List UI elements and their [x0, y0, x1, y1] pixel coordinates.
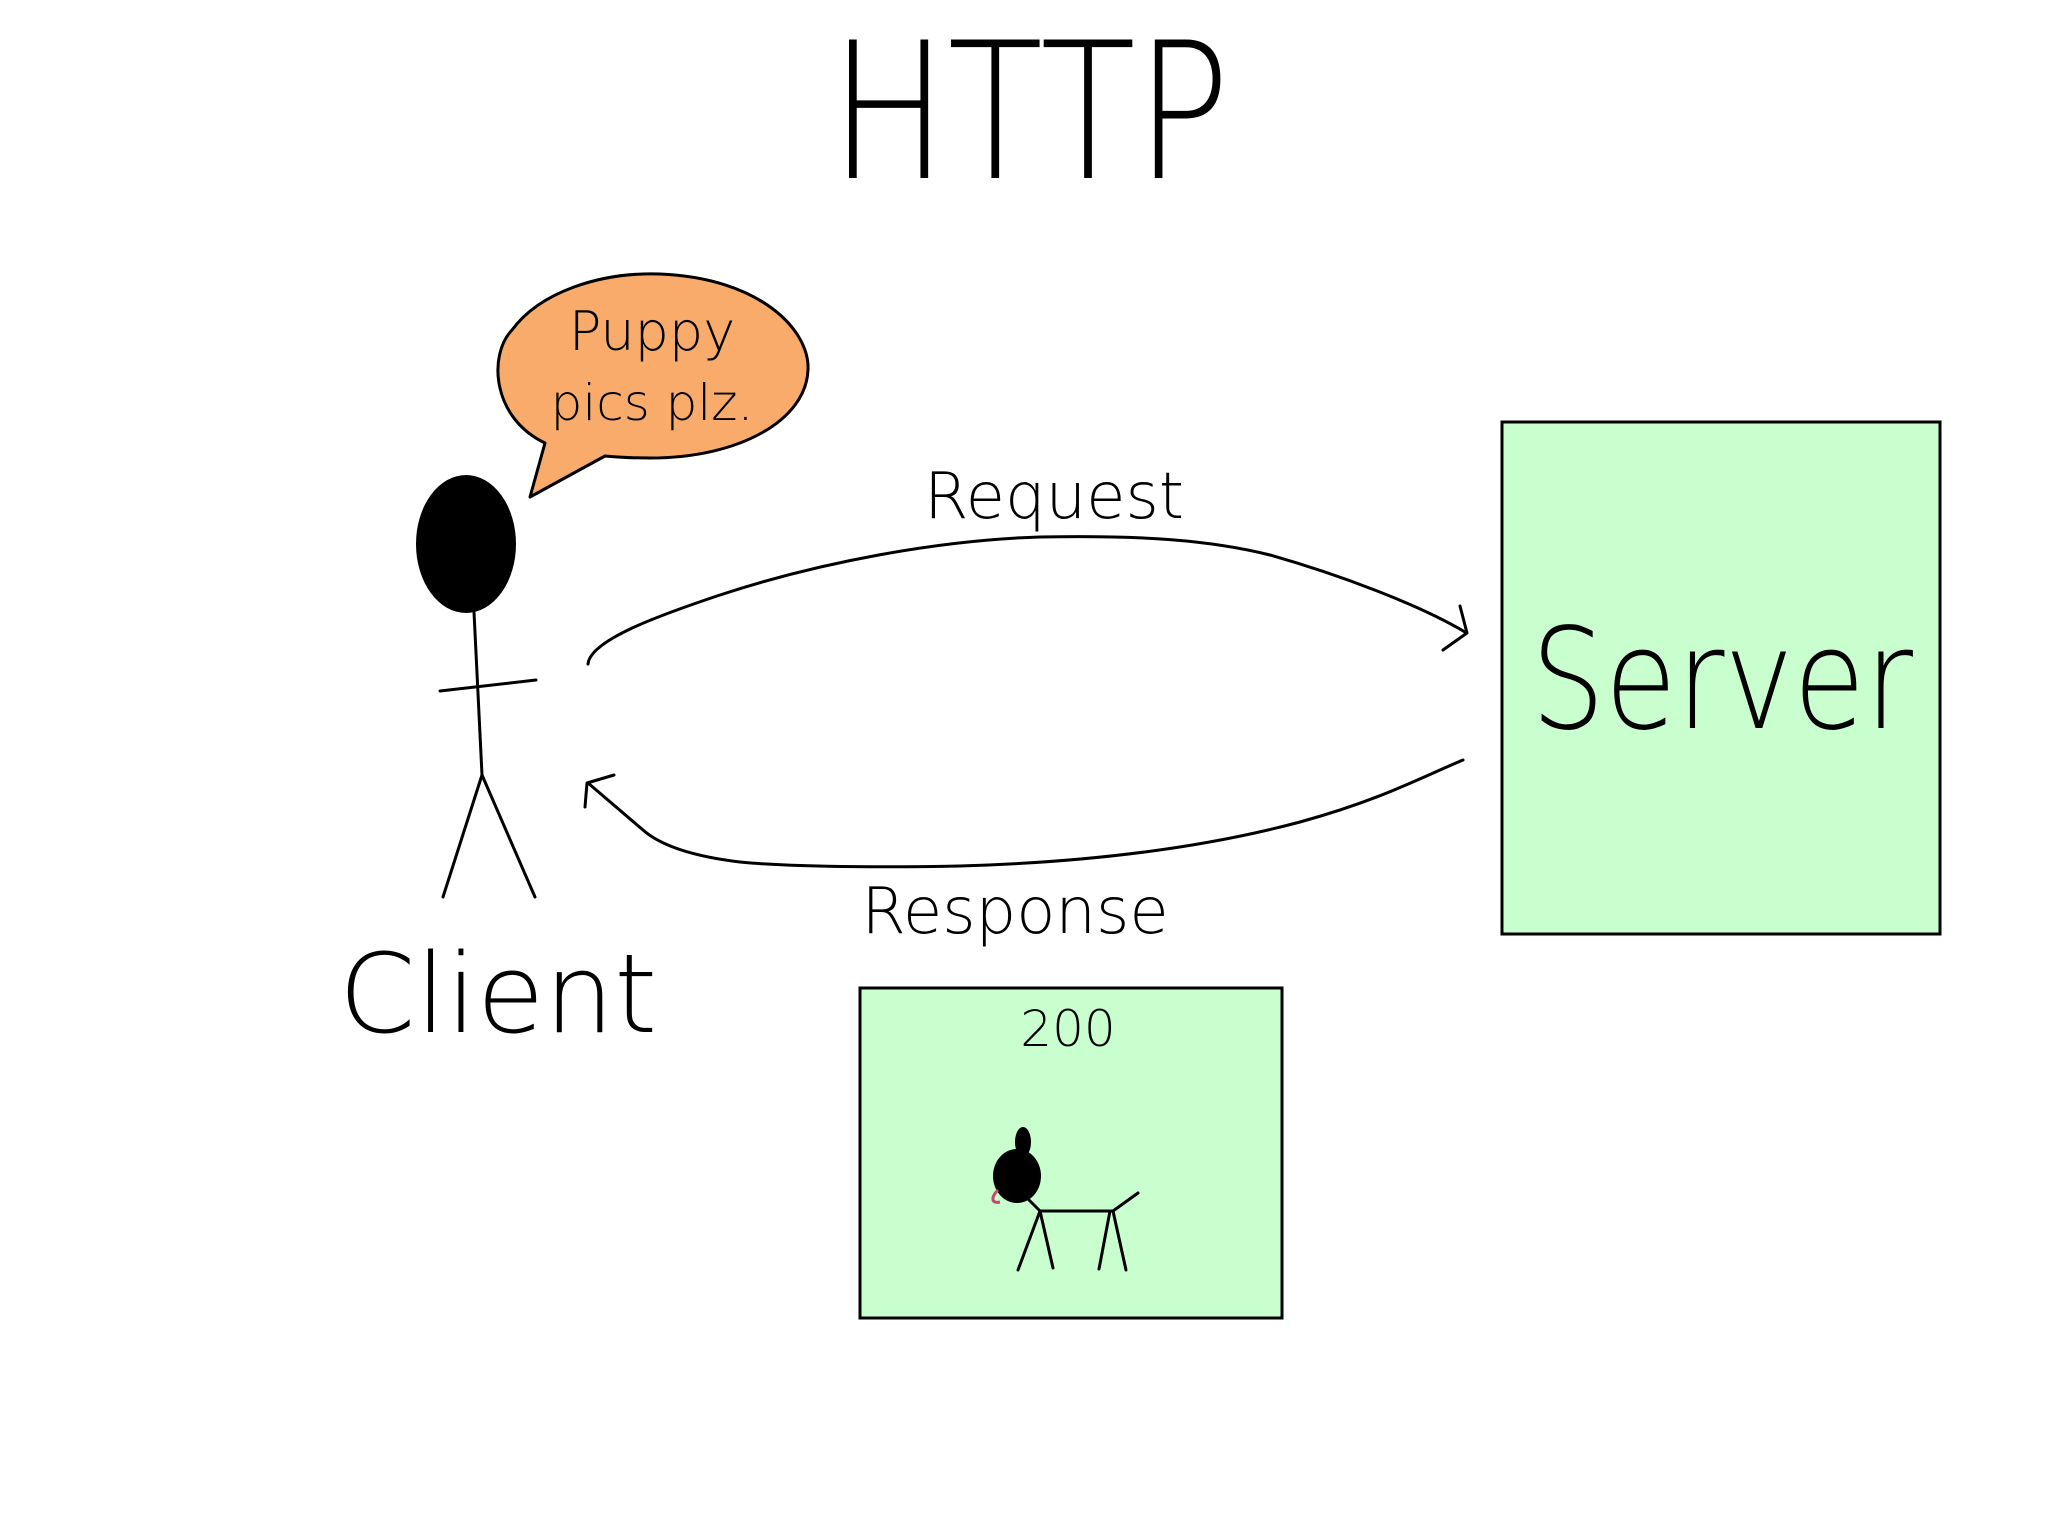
request-arrow-line	[586, 535, 1467, 666]
status-code: 200	[1020, 1000, 1115, 1058]
speech-bubble-line-2: pics plz.	[551, 374, 754, 432]
client-head	[416, 475, 516, 613]
puppy-front-leg-1	[1016, 1209, 1042, 1272]
puppy-tongue	[991, 1188, 1001, 1204]
puppy-front-leg-2	[1038, 1209, 1055, 1270]
puppy-drawing	[991, 1127, 1140, 1272]
server-label: Server	[1531, 599, 1913, 762]
client-label: Client	[339, 930, 657, 1058]
request-arrow	[586, 535, 1469, 666]
request-label: Request	[924, 460, 1184, 534]
client-body	[472, 610, 484, 777]
server-rect	[1500, 420, 1942, 936]
speech-bubble-shape	[496, 272, 810, 499]
puppy-back-leg-2	[1111, 1209, 1128, 1272]
response-arrow-line	[586, 758, 1465, 869]
speech-bubble: Puppy pics plz.	[496, 272, 810, 499]
response-arrow	[583, 758, 1465, 869]
client-arms	[438, 678, 538, 693]
puppy-head	[993, 1149, 1041, 1203]
diagram-title: HTTP	[830, 2, 1230, 223]
response-payload-box: 200	[858, 986, 1284, 1320]
response-payload-rect	[858, 986, 1284, 1320]
request-arrowhead	[1441, 604, 1469, 652]
speech-bubble-line-1: Puppy	[569, 300, 735, 363]
client-right-leg	[480, 773, 537, 899]
response-arrowhead	[583, 773, 616, 809]
puppy-back-leg-1	[1097, 1209, 1112, 1271]
puppy-tail	[1111, 1191, 1140, 1213]
client-left-leg	[441, 773, 484, 899]
client-figure	[416, 475, 538, 899]
response-label: Response	[861, 875, 1168, 949]
server-box: Server	[1500, 420, 1942, 936]
